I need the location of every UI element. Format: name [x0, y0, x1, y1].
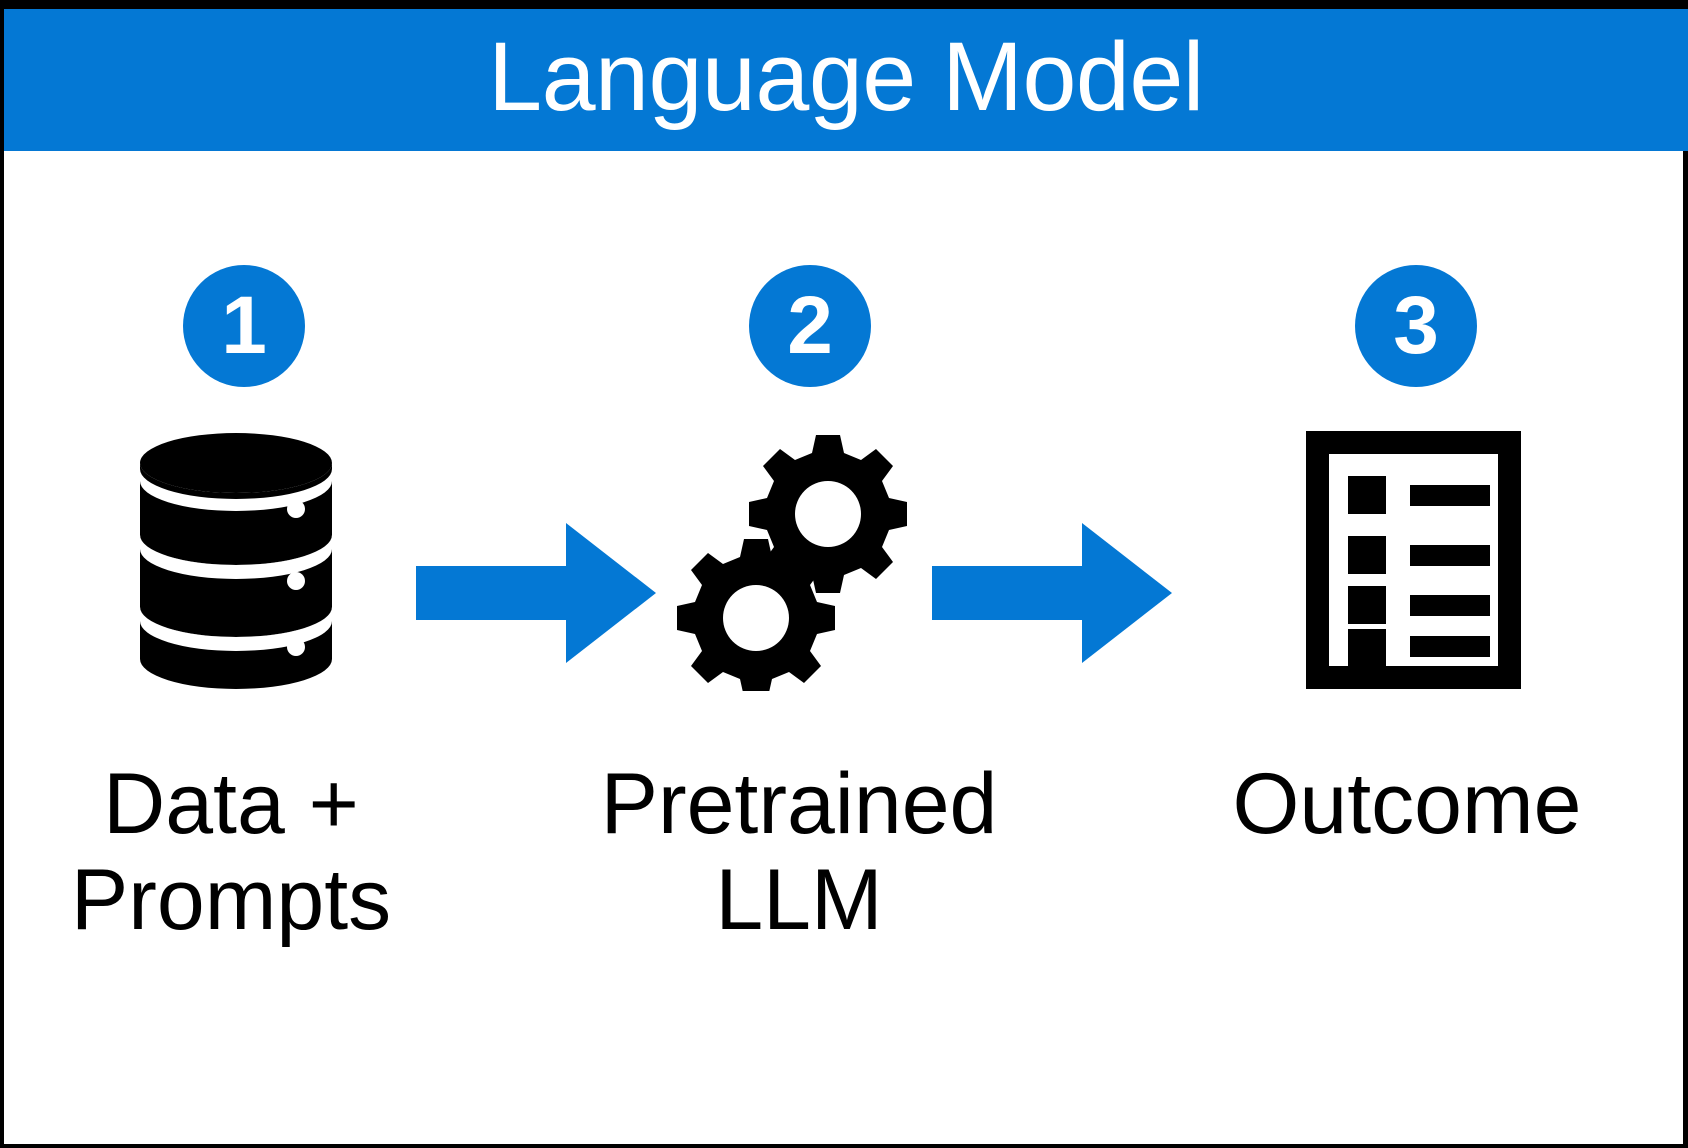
arrow-right-icon-2: [932, 523, 1172, 668]
step-number-badge-1: 1: [183, 265, 305, 387]
header-banner: Language Model: [4, 9, 1688, 151]
gears-icon: [668, 431, 918, 731]
database-icon: [136, 431, 336, 731]
step-2: 2: [564, 151, 997, 1144]
step-label-3: Outcome: [1232, 756, 1582, 852]
step-number-badge-2: 2: [749, 265, 871, 387]
document-list-icon: [1306, 431, 1531, 731]
diagram-canvas: 1: [4, 151, 1683, 1144]
page-title: Language Model: [488, 21, 1204, 131]
step-3: 3 Outc: [1124, 151, 1581, 1144]
step-1: 1: [24, 151, 454, 1144]
arrow-right-icon-1: [416, 523, 656, 668]
step-label-1: Data + Prompts: [70, 756, 392, 949]
step-label-2: Pretrained LLM: [600, 756, 998, 949]
step-number-badge-3: 3: [1355, 265, 1477, 387]
